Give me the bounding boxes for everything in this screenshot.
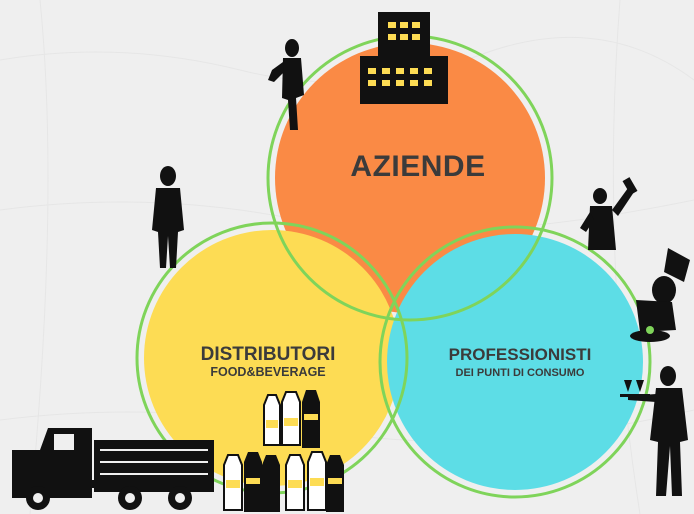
distributori-title: DISTRIBUTORI bbox=[200, 344, 336, 365]
professionisti-subtitle: DEI PUNTI DI CONSUMO bbox=[455, 367, 585, 379]
truck-icon bbox=[12, 428, 214, 510]
businessman-icon bbox=[152, 166, 184, 268]
bartender-icon bbox=[580, 177, 638, 250]
chef-icon bbox=[630, 248, 690, 342]
aziende-title: AZIENDE bbox=[350, 150, 486, 183]
professionisti-title: PROFESSIONISTI bbox=[448, 345, 592, 364]
ring-professionisti bbox=[378, 225, 652, 499]
label-distributori: DISTRIBUTORI FOOD&BEVERAGE bbox=[168, 345, 368, 380]
bottles-icon bbox=[223, 390, 344, 512]
label-professionisti: PROFESSIONISTI DEI PUNTI DI CONSUMO bbox=[420, 345, 620, 381]
label-aziende: AZIENDE bbox=[318, 150, 518, 184]
circle-distributori bbox=[144, 230, 400, 486]
waiter-icon bbox=[620, 366, 688, 496]
businesswoman-icon bbox=[268, 39, 304, 130]
circle-professionisti bbox=[387, 234, 643, 490]
office-building-icon bbox=[360, 12, 448, 104]
distributori-subtitle: FOOD&BEVERAGE bbox=[210, 365, 326, 379]
